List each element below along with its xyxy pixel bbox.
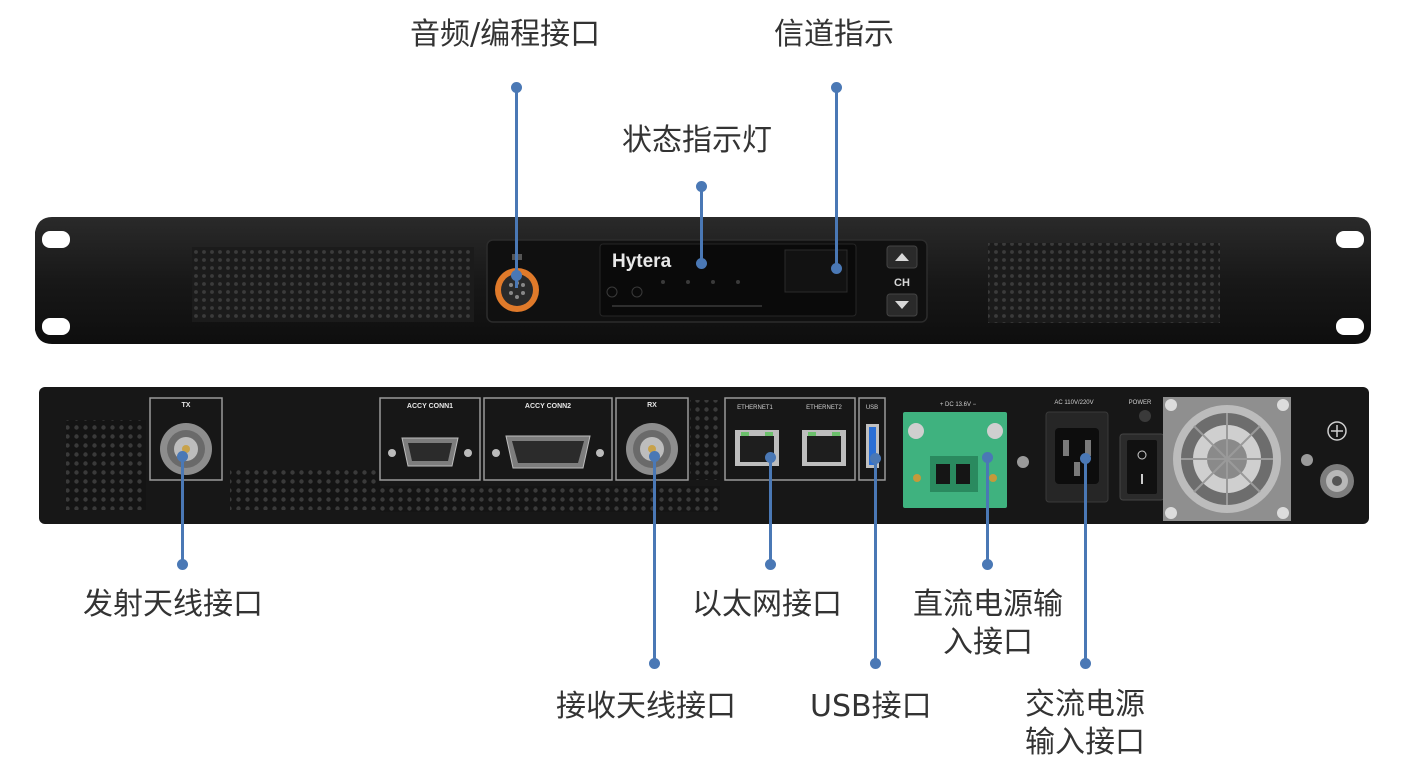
callout-dot-ethernet-end [765, 559, 776, 570]
rx-silk-label: RX [647, 402, 657, 409]
usb-silk-label: USB [866, 405, 878, 411]
ac-silk-label: AC 110V/220V [1054, 400, 1093, 406]
status-leds [606, 280, 762, 307]
callout-dot-status-end [696, 258, 707, 269]
callout-line-status [700, 188, 703, 264]
callout-dot-status-top [696, 181, 707, 192]
ethernet-ports: ETHERNET1 ETHERNET2 [724, 397, 856, 481]
label-dc-power-input: 直流电源输 入接口 [898, 586, 1078, 661]
callout-line-tx [181, 455, 184, 565]
label-dc-line1: 直流电源输 [913, 587, 1063, 622]
callout-dot-dc-port [982, 452, 993, 463]
callout-dot-rx-end [649, 658, 660, 669]
callout-dot-channel-top [831, 82, 842, 93]
callout-dot-rx-port [649, 451, 660, 462]
callout-dot-audio-top [511, 82, 522, 93]
callout-line-ethernet [769, 457, 772, 565]
callout-dot-channel-end [831, 263, 842, 274]
label-audio-programming-port: 音频/编程接口 [410, 17, 601, 52]
callout-line-ac [1084, 458, 1087, 664]
mount-hole [1336, 318, 1364, 335]
mount-hole [42, 318, 70, 335]
callout-line-usb [874, 458, 877, 664]
back-vent-right-of-rx [690, 400, 720, 480]
label-rx-antenna-port: 接收天线接口 [556, 689, 736, 724]
eth2-silk-label: ETHERNET2 [806, 405, 842, 411]
eth1-silk-label: ETHERNET1 [737, 405, 773, 411]
label-status-indicator: 状态指示灯 [622, 123, 772, 158]
callout-dot-ac-end [1080, 658, 1091, 669]
callout-dot-ac-port [1080, 453, 1091, 464]
back-vent-bottom [230, 470, 380, 510]
rx-antenna-port: RX [615, 397, 689, 481]
dc-silk-label: + DC 13.6V − [940, 402, 977, 408]
label-ac-power-input: 交流电源 输入接口 [1000, 686, 1170, 761]
callout-dot-usb-end [870, 658, 881, 669]
dc-power-input: + DC 13.6V − [903, 402, 1007, 508]
cooling-fan [1163, 397, 1291, 521]
power-switch[interactable]: POWER [1119, 400, 1165, 501]
label-ac-line2: 输入接口 [1025, 724, 1145, 760]
callout-line-channel [835, 88, 838, 268]
accy-conn2: ACCY CONN2 [483, 397, 613, 481]
callout-line-rx [653, 455, 656, 665]
brand-logo: Hytera [612, 251, 672, 272]
back-vent-bottom-mid [380, 486, 720, 512]
accy-conn1: ACCY CONN1 [379, 397, 481, 481]
tx-antenna-port: TX [149, 397, 223, 481]
screw [1017, 456, 1029, 468]
front-right-vent [988, 243, 1220, 323]
callout-dot-dc-end [982, 559, 993, 570]
accy2-silk-label: ACCY CONN2 [525, 403, 571, 410]
callout-dot-tx-port [177, 451, 188, 462]
callout-line-dc [986, 457, 989, 565]
label-ethernet-port: 以太网接口 [692, 587, 842, 622]
callout-dot-tx-end [177, 559, 188, 570]
callout-line-audio [515, 88, 518, 288]
callout-dot-ethernet-port [765, 452, 776, 463]
callout-dot-usb-port [870, 453, 881, 464]
mount-hole [42, 231, 70, 248]
label-tx-antenna-port: 发射天线接口 [83, 587, 263, 622]
callout-dot-audio-end [511, 270, 522, 281]
back-vent-left [66, 420, 146, 510]
ch-label: CH [894, 277, 910, 289]
accy1-silk-label: ACCY CONN1 [407, 403, 453, 410]
label-dc-line2: 入接口 [943, 624, 1033, 660]
mount-hole [1336, 231, 1364, 248]
screw [1301, 454, 1313, 466]
label-usb-port: USB接口 [810, 689, 932, 724]
ac-power-input: AC 110V/220V [1045, 400, 1109, 503]
label-channel-indicator: 信道指示 [774, 17, 894, 52]
ground-terminal [1320, 421, 1354, 498]
label-ac-line1: 交流电源 [1025, 687, 1145, 722]
tx-silk-label: TX [182, 402, 191, 409]
front-left-vent [192, 247, 474, 322]
power-silk-label: POWER [1129, 400, 1152, 406]
